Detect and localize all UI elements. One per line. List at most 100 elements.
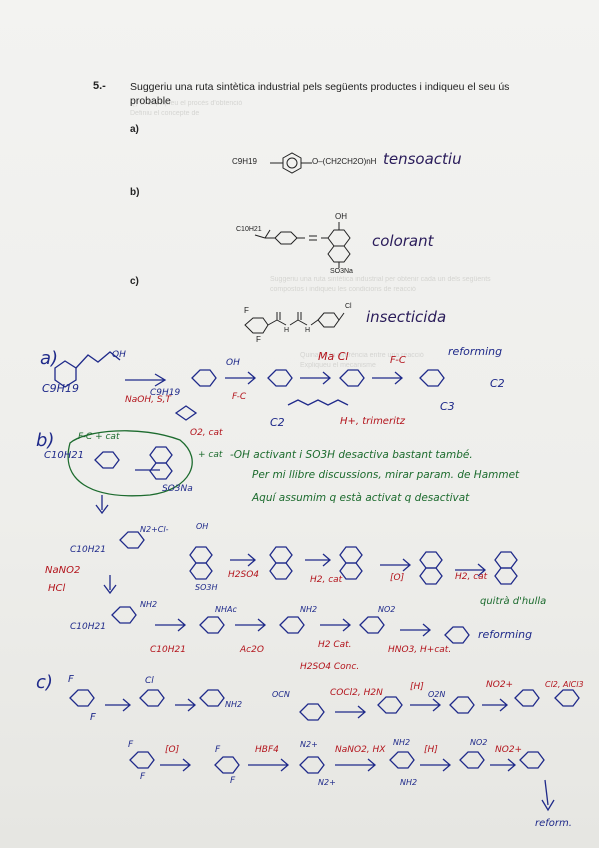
hw-c-hbf4: HBF4 bbox=[255, 745, 279, 755]
part-a-label: a) bbox=[130, 124, 139, 135]
hw-b-o: [O] bbox=[390, 573, 405, 583]
hw-c-f-top: F bbox=[68, 674, 74, 685]
hw-c-f-bot: F bbox=[90, 712, 96, 723]
hw-b-label: b) bbox=[36, 430, 55, 451]
formula-c-f1: F bbox=[244, 306, 249, 315]
ghost-text-1: Q) 1. Expliqueu el procés d'obtenció bbox=[130, 100, 243, 107]
formula-b-so3: SO3Na bbox=[330, 268, 353, 275]
hw-b-note-1: -OH activant i SO3H desactiva bastant ta… bbox=[230, 449, 473, 461]
hw-b-pdcat: H2 Cat. bbox=[318, 640, 352, 650]
hw-a-c9: C9H19 bbox=[150, 388, 181, 398]
hw-b-note-2: Per mi llibre discussions, mirar param. … bbox=[252, 469, 520, 481]
hw-a-alkyl: C9H19 bbox=[42, 382, 79, 395]
hw-b-nano2: NaNO2 bbox=[45, 565, 81, 576]
hw-b-no2: NO2 bbox=[378, 605, 396, 614]
hw-c-hstep: [H] bbox=[424, 745, 438, 755]
hw-c-cl1: Cl bbox=[145, 676, 154, 686]
hw-a-step1: Ma Cl bbox=[318, 350, 349, 363]
hw-a-c2b: C2 bbox=[270, 416, 285, 429]
hw-b-diazonium: N2+Cl- bbox=[140, 525, 169, 534]
hw-b-oh-ring: OH bbox=[196, 522, 209, 531]
hw-c-fb: F bbox=[140, 772, 146, 782]
hw-a-reforming: reforming bbox=[448, 345, 503, 358]
structure-a bbox=[270, 152, 312, 174]
hw-b-reforming: reforming bbox=[478, 628, 533, 641]
hw-a-step2: F-C bbox=[390, 355, 406, 366]
hw-b-conc: H2SO4 Conc. bbox=[300, 662, 360, 672]
hw-a-label: a) bbox=[40, 348, 59, 369]
hw-a-oh2: OH bbox=[226, 358, 240, 368]
ghost-text-4: compostos i indiqueu les condicions de r… bbox=[270, 286, 416, 293]
hw-c-fd: F bbox=[230, 776, 236, 786]
hw-c-reform: reform. bbox=[535, 818, 572, 829]
formula-c-cl: Cl bbox=[345, 303, 352, 310]
formula-b-oh: OH bbox=[335, 212, 347, 221]
structure-b bbox=[254, 222, 351, 268]
structure-c bbox=[244, 312, 345, 334]
hw-c-n2: N2+ bbox=[300, 740, 318, 749]
hw-b-alkyl: C10H21 bbox=[44, 450, 84, 461]
hw-c-nh2c: NH2 bbox=[400, 778, 418, 787]
hw-b-nhac: NHAc bbox=[215, 605, 237, 614]
hw-c-h: [H] bbox=[410, 682, 424, 692]
use-c: insecticida bbox=[366, 308, 447, 326]
hw-b-fc-top: F-C + cat bbox=[78, 432, 120, 442]
hw-a-oh: OH bbox=[112, 350, 126, 360]
hw-b-nh2: NH2 bbox=[140, 600, 158, 609]
part-b-label: b) bbox=[130, 187, 140, 198]
hw-b-alkyl3: C10H21 bbox=[70, 622, 106, 632]
hw-b-h2cat: H2, cat bbox=[310, 575, 343, 585]
hw-c-nano2: NaNO2, HX bbox=[335, 745, 386, 755]
hw-b-so3h: SO3H bbox=[195, 583, 218, 592]
formula-c-h2: H bbox=[305, 327, 311, 334]
ghost-text-6: Expliqueu el mecanisme bbox=[300, 362, 376, 369]
hw-a-c3: C3 bbox=[440, 400, 455, 413]
hw-a-naoh: NaOH, S,T bbox=[125, 395, 171, 405]
question-text: Suggeriu una ruta sintètica industrial p… bbox=[130, 81, 510, 107]
hw-c-label: c) bbox=[36, 672, 53, 693]
hw-b-h2so4: H2SO4 bbox=[228, 570, 260, 580]
hw-c-ocn: OCN bbox=[272, 690, 290, 699]
use-b: colorant bbox=[372, 232, 434, 250]
hw-b-hcl: HCl bbox=[48, 583, 66, 594]
hw-c-no2p: NO2+ bbox=[486, 680, 514, 690]
hw-c-o2n: O2N bbox=[428, 690, 446, 699]
use-a: tensoactiu bbox=[383, 150, 462, 168]
ghost-text-3: Suggeriu una ruta sintètica industrial p… bbox=[270, 276, 491, 283]
handwritten-structures bbox=[54, 351, 580, 812]
hw-b-so3na: SO3Na bbox=[162, 484, 193, 494]
formula-b-alkyl: C10H21 bbox=[236, 226, 262, 233]
hw-c-fa: F bbox=[128, 740, 134, 750]
ghost-text-2: Definiu el concepte de bbox=[130, 110, 200, 117]
ghost-text-5: Quina és la diferència entre una reacció bbox=[300, 352, 424, 359]
hw-b-ac2o: Ac2O bbox=[240, 645, 264, 655]
question-number: 5.- bbox=[93, 80, 106, 92]
hw-b-h2cat2: H2, cat bbox=[455, 572, 488, 582]
formula-c-h1: H bbox=[284, 327, 290, 334]
hw-b-alkene: C10H21 bbox=[150, 645, 186, 655]
hw-a-fc2: F-C bbox=[232, 392, 247, 402]
formula-c-f2: F bbox=[256, 335, 261, 344]
formula-a-alkyl: C9H19 bbox=[232, 157, 257, 166]
hw-b-hno3: HNO3, H+cat. bbox=[388, 645, 452, 655]
hw-b-tierce: + cat bbox=[198, 450, 223, 460]
hw-b-quitra: quitrà d'hulla bbox=[480, 596, 547, 607]
hw-b-alkyl2: C10H21 bbox=[70, 545, 106, 555]
hw-c-nh2b: NH2 bbox=[393, 738, 411, 747]
hw-b-note-3: Aquí assumim q està activat q desactivat bbox=[252, 492, 470, 504]
hw-c-cl-alcl3: Cl2, AlCl3 bbox=[545, 680, 584, 689]
hw-c-no2b: NO2+ bbox=[495, 745, 523, 755]
hw-c-no2a: NO2 bbox=[470, 738, 488, 747]
hw-c-nh2: NH2 bbox=[225, 700, 243, 709]
hw-c-cocl2: COCl2, H2N bbox=[330, 688, 383, 698]
hw-a-c2: C2 bbox=[490, 377, 505, 390]
hw-c-fc: F bbox=[215, 745, 221, 755]
part-c-label: c) bbox=[130, 276, 139, 287]
hw-b-nh2b: NH2 bbox=[300, 605, 318, 614]
formula-a-chain: O–(CH2CH2O)nH bbox=[312, 157, 377, 166]
hw-c-o: [O] bbox=[165, 745, 180, 755]
hw-a-o2: O2, cat bbox=[190, 428, 223, 438]
hw-c-n2b: N2+ bbox=[318, 778, 336, 787]
